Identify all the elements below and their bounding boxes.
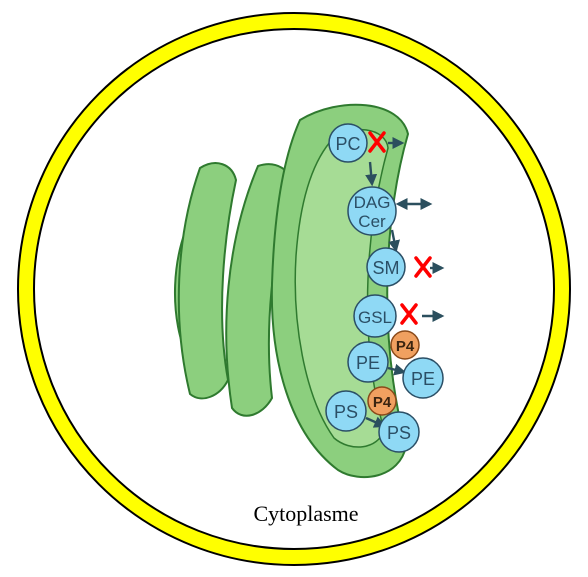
lipid-label-ps-right: PS — [387, 423, 411, 443]
lipid-label-pe-left: PE — [356, 353, 380, 373]
lipid-ps-right: PS — [379, 412, 419, 452]
lipid-label-cer: Cer — [358, 212, 386, 231]
lipid-label-dag: DAG — [354, 193, 391, 212]
caption-cytoplasme: Cytoplasme — [253, 501, 358, 526]
p4-label-upper: P4 — [396, 338, 415, 355]
lipid-label-pc: PC — [335, 134, 360, 154]
lipid-ps-left: PS — [326, 391, 366, 431]
lipid-dag-cer: DAG Cer — [348, 187, 396, 235]
lipid-label-ps-left: PS — [334, 402, 358, 422]
lipid-pe-right: PE — [403, 358, 443, 398]
lipid-label-pe-right: PE — [411, 369, 435, 389]
lipid-label-gsl: GSL — [358, 308, 392, 327]
lipid-pe-left: PE — [348, 342, 388, 382]
lipid-sm: SM — [367, 248, 405, 286]
p4-badge-upper: P4 — [391, 331, 419, 359]
p4-badge-lower: P4 — [368, 387, 396, 415]
lipid-label-sm: SM — [373, 258, 400, 278]
lipid-gsl: GSL — [354, 295, 396, 337]
p4-label-lower: P4 — [373, 394, 392, 411]
lipid-pc: PC — [329, 124, 367, 162]
